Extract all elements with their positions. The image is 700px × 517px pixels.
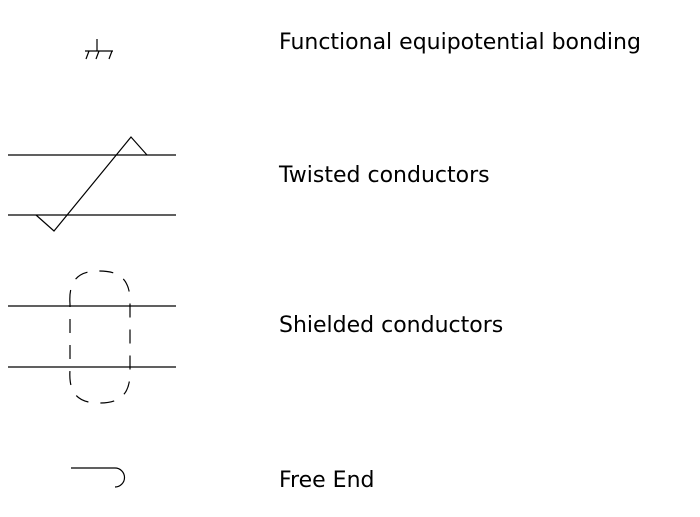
label-twisted-conductors: Twisted conductors [279,163,490,188]
functional-equipotential-bonding-icon [85,39,113,60]
free-end-icon [71,467,126,488]
twisted-conductors-icon [8,136,176,232]
label-shielded-conductors: Shielded conductors [279,313,504,338]
shielded-conductors-icon [8,270,176,404]
label-functional-equipotential-bonding: Functional equipotential bonding [279,30,641,55]
label-free-end: Free End [279,468,375,493]
